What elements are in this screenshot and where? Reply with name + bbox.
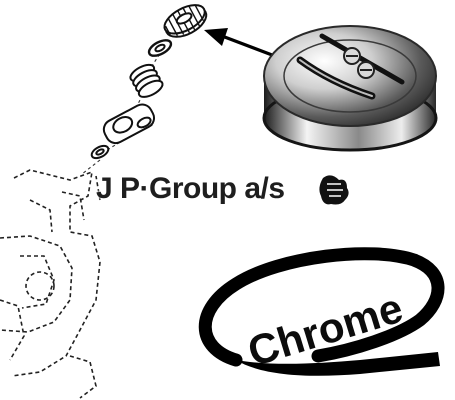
wheel-hub-sketch-icon: [0, 169, 101, 399]
hub-cap-icon: [262, 25, 438, 152]
lion-crest-icon: [319, 175, 349, 205]
exploded-parts-icon: [90, 4, 208, 160]
chrome-badge: [198, 247, 445, 376]
brand-logo-text: J P·Group a/s: [96, 172, 285, 205]
pointer-arrow-icon: [204, 28, 281, 60]
